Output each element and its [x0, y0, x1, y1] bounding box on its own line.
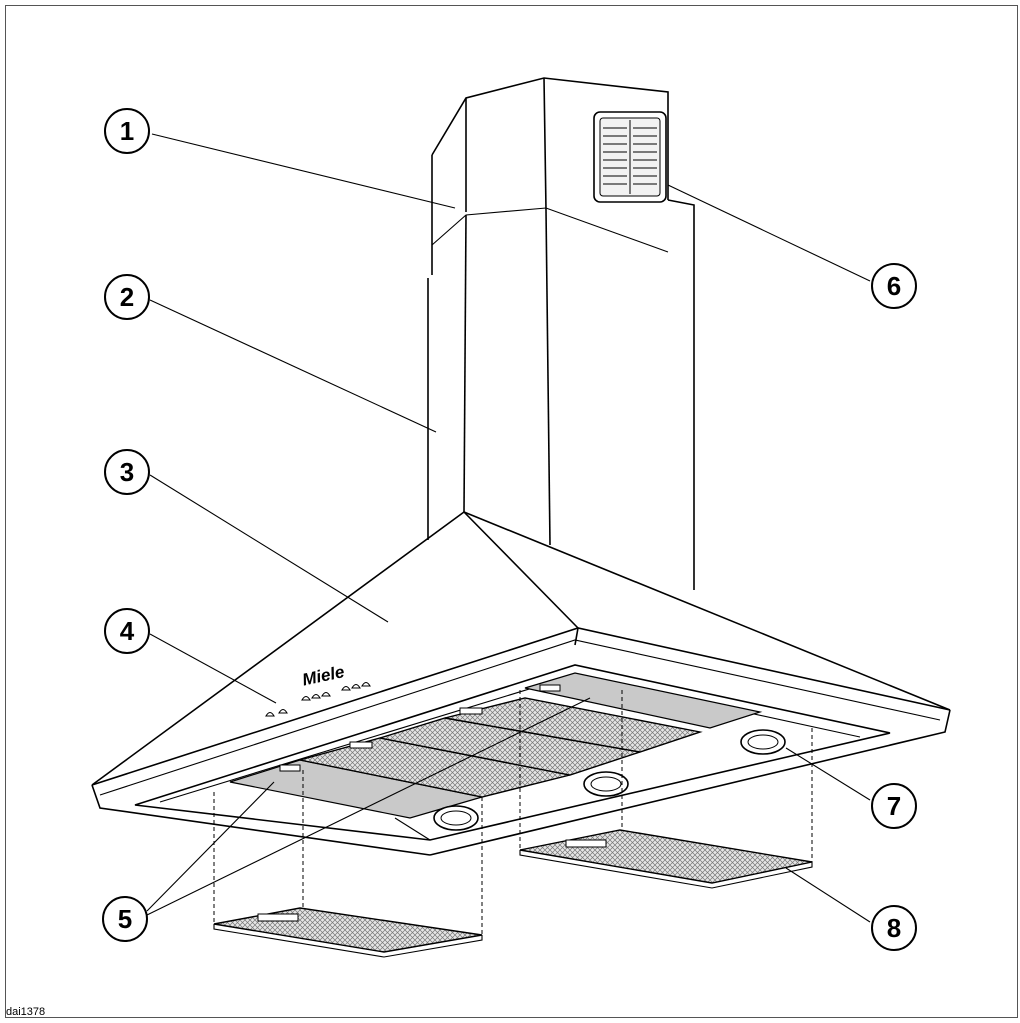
svg-text:6: 6 [887, 271, 901, 301]
svg-text:3: 3 [120, 457, 134, 487]
svg-text:1: 1 [120, 116, 134, 146]
callout-7: 7 [871, 783, 917, 829]
svg-text:2: 2 [120, 282, 134, 312]
callout-1: 1 [104, 108, 150, 154]
removal-guide-lines [213, 690, 813, 935]
callout-8: 8 [871, 905, 917, 951]
control-panel: Miele [265, 662, 371, 717]
lamp-right [740, 729, 786, 755]
callout-3: 3 [104, 449, 150, 495]
svg-text:7: 7 [887, 791, 901, 821]
removed-filter-left [213, 907, 483, 958]
lower-chimney-section [427, 199, 695, 590]
brand-logo: Miele [301, 662, 347, 689]
callout-6: 6 [871, 263, 917, 309]
callout-2: 2 [104, 274, 150, 320]
callout-4: 4 [104, 608, 150, 654]
removed-filter-right [519, 829, 813, 889]
svg-text:5: 5 [118, 904, 132, 934]
lamp-left [433, 805, 479, 831]
callout-leaders [146, 133, 871, 923]
lighting [433, 729, 786, 831]
svg-text:4: 4 [120, 616, 135, 646]
grease-filters-installed [229, 672, 763, 819]
lamp-middle [583, 771, 629, 797]
callout-5: 5 [102, 896, 148, 942]
control-buttons [265, 681, 371, 717]
hood-canopy [91, 511, 951, 856]
diagram-border [5, 5, 1018, 1018]
air-outlet-grille [593, 111, 667, 203]
upper-chimney-section [431, 77, 669, 275]
figure-reference-code: dai1378 [6, 1006, 46, 1018]
svg-text:8: 8 [887, 913, 901, 943]
